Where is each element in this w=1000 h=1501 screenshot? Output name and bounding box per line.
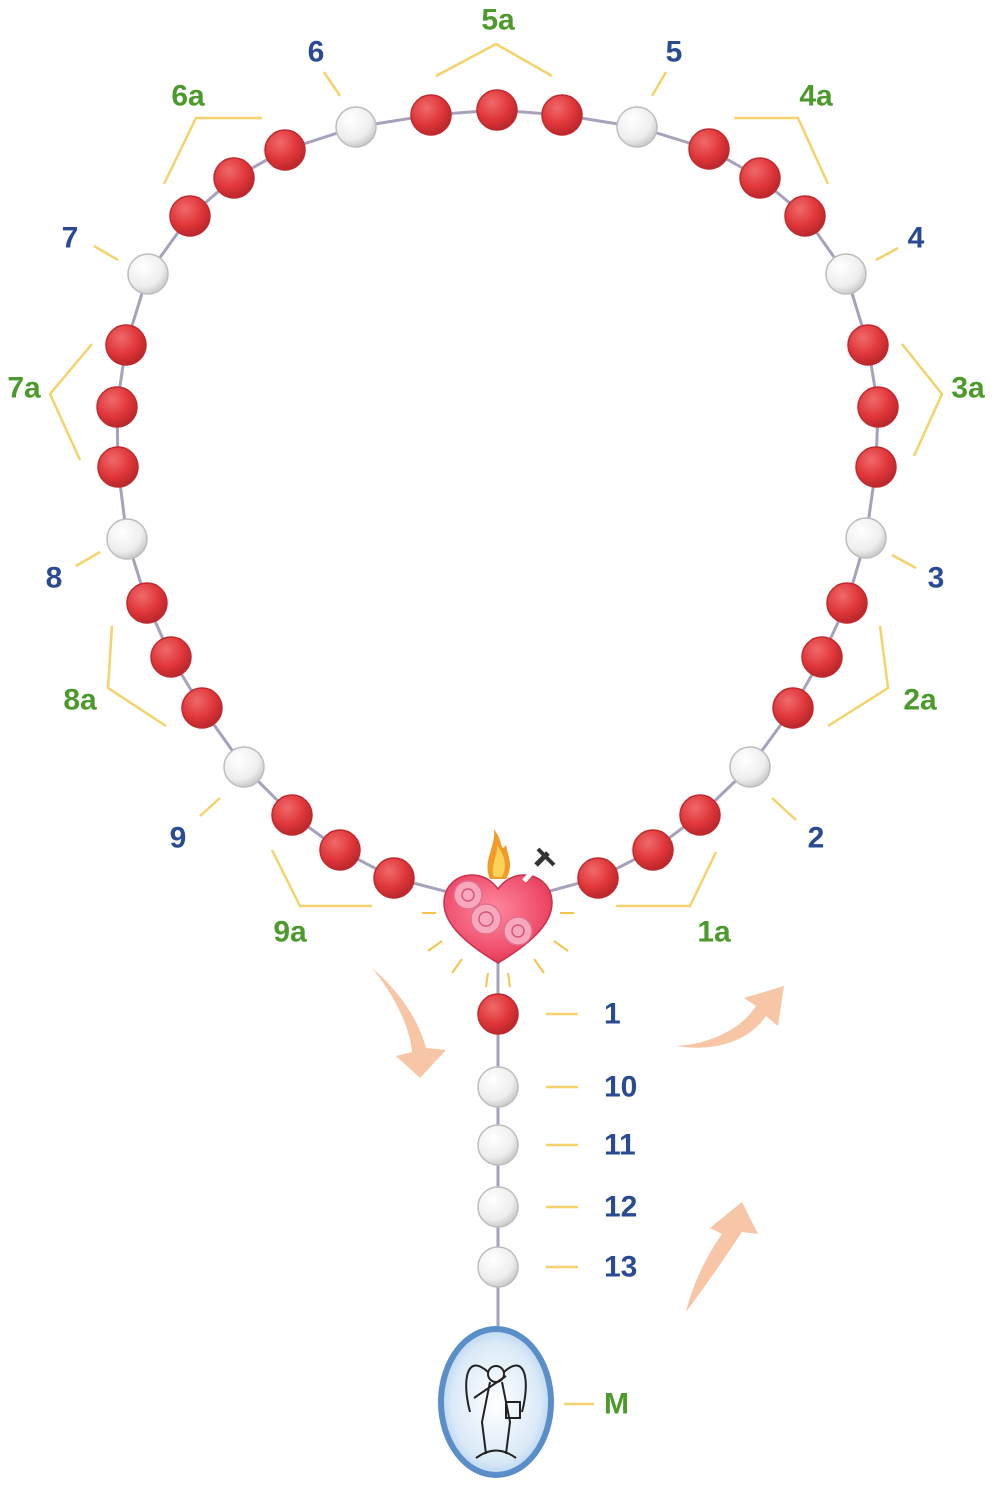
group-bracket [106,625,167,728]
label-tick [771,797,797,821]
small-bead [373,857,415,899]
small-bead [97,446,139,488]
large-bead-label: 7 [62,222,79,255]
group-bracket [162,116,262,185]
group-label: 6a [171,80,205,113]
large-bead-label: 2 [808,822,825,855]
small-bead [688,128,730,170]
group-label: 7a [7,372,41,405]
group-label: 9a [273,916,307,949]
small-bead [271,794,313,836]
small-bead [169,195,211,237]
large-bead [223,746,265,788]
small-bead [96,386,138,428]
small-bead [772,687,814,729]
medal-label: M [604,1388,629,1421]
group-bracket [901,343,944,457]
large-bead-label: 6 [308,36,325,69]
group-bracket [616,851,718,908]
tail-bead-label: 11 [604,1129,636,1162]
large-bead [127,253,169,295]
small-bead [577,857,619,899]
large-bead [335,106,377,148]
large-bead-label: 9 [170,822,187,855]
large-bead-label: 5 [666,36,683,69]
tail-bead-label: 12 [604,1191,637,1224]
arrow-up-icon [686,1202,758,1312]
group-bracket [48,343,93,461]
small-bead [150,636,192,678]
tail-bead-label: 13 [604,1251,637,1284]
large-bead [106,518,148,560]
group-label: 1a [697,916,731,949]
small-bead [679,794,721,836]
group-bracket [435,42,553,78]
large-bead [616,106,658,148]
group-label: 3a [951,372,985,405]
label-tick [199,797,221,817]
label-tick [322,71,342,97]
label-tick [875,246,899,262]
small-bead [126,582,168,624]
tail-bead [477,993,519,1035]
tail-bead-label: 10 [604,1071,637,1104]
group-bracket [734,116,830,185]
small-bead [857,386,899,428]
arrow-up-right-icon [676,986,784,1048]
small-bead [541,94,583,136]
tail-bead [477,1246,519,1288]
small-bead [826,582,868,624]
small-bead [105,324,147,366]
archangel-medal-icon [438,1326,554,1478]
tail-bead [477,1124,519,1166]
small-bead [801,636,843,678]
group-label: 5a [481,4,515,37]
small-bead [476,89,518,131]
tail-bead [477,1066,519,1108]
label-tick [93,244,119,262]
large-bead [729,746,771,788]
beads [96,89,899,1288]
tail-bead [477,1186,519,1228]
tail-bead-label: 1 [604,998,621,1031]
large-bead-label: 3 [928,562,945,595]
group-bracket [270,849,372,908]
label-tick [891,553,917,570]
small-bead [784,195,826,237]
arrow-down-icon [372,968,446,1078]
small-bead [847,324,889,366]
direction-arrows [372,968,784,1312]
sacred-heart-icon [422,829,574,988]
large-bead [825,253,867,295]
group-label: 2a [903,684,937,717]
group-label: 8a [63,684,97,717]
labels: 2 3 4 5 6 7 8 9 1a 2a 3a 4a 5a 6a 7a 8a 9a 1 10 11 12 13M [7,4,985,1421]
large-bead-label: 8 [46,562,63,595]
large-bead-label: 4 [908,222,925,255]
group-label: 4a [799,80,833,113]
label-tick [75,550,101,568]
group-brackets [48,42,944,908]
small-bead [739,157,781,199]
small-bead [213,157,255,199]
small-bead [319,829,361,871]
small-bead [181,687,223,729]
large-bead [845,517,887,559]
loop-cord [115,108,880,907]
small-bead [410,94,452,136]
small-bead [632,829,674,871]
label-ticks [75,71,917,1406]
small-bead [855,446,897,488]
group-bracket [827,625,890,728]
small-bead [264,129,306,171]
label-tick [650,71,668,97]
